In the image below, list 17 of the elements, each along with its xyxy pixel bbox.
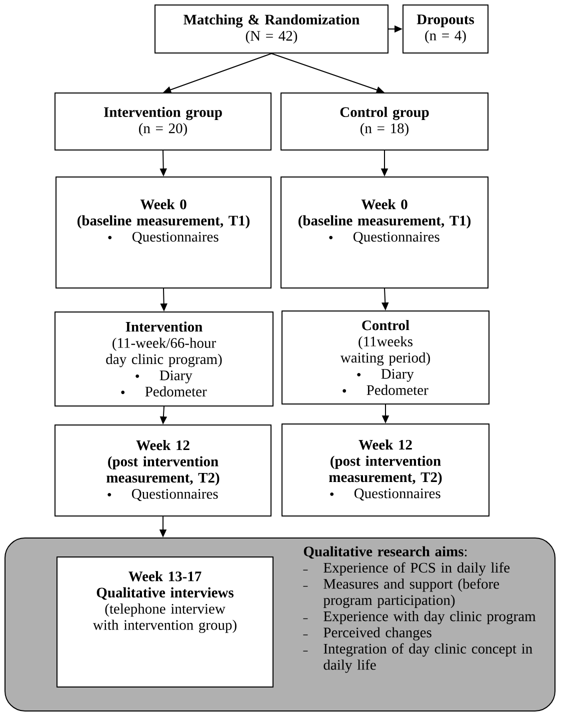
process-box: Week 0 (baseline measurement, T1) Questionnaires: [280, 176, 488, 288]
process-box: Dropouts (n = 4): [402, 4, 488, 54]
list-item: Integration of day clinic concept in daily life: [302, 643, 532, 673]
list-item: Perceived changes: [302, 627, 432, 640]
process-box: Matching & Randomization (N = 42): [154, 4, 388, 54]
process-box: Intervention group (n = 20): [54, 92, 272, 150]
list-item: Measures and support (before program participation): [302, 578, 500, 608]
process-box: Week 13-17 Qualitative interviews (telephone interview with intervention group): [56, 556, 274, 688]
list-heading: Qualitative research aims:: [304, 546, 467, 559]
list-item: Experience with day clinic program: [302, 611, 536, 624]
process-box: Control group (n = 18): [280, 92, 488, 150]
process-box: Control (11weeks waiting period) Diary Pedometer: [282, 310, 490, 404]
process-box: Week 12 (post intervention measurement, T2) Questionnaires: [54, 424, 272, 516]
process-box: Intervention (11-week/66-hour day clinic program) Diary Pedometer: [54, 312, 274, 406]
process-box: Week 12 (post intervention measurement, T2) Questionnaires: [282, 424, 490, 516]
list-item: Experience of PCS in daily life: [302, 562, 510, 576]
process-box: Week 0 (baseline measurement, T1) Questionnaires: [56, 176, 272, 288]
